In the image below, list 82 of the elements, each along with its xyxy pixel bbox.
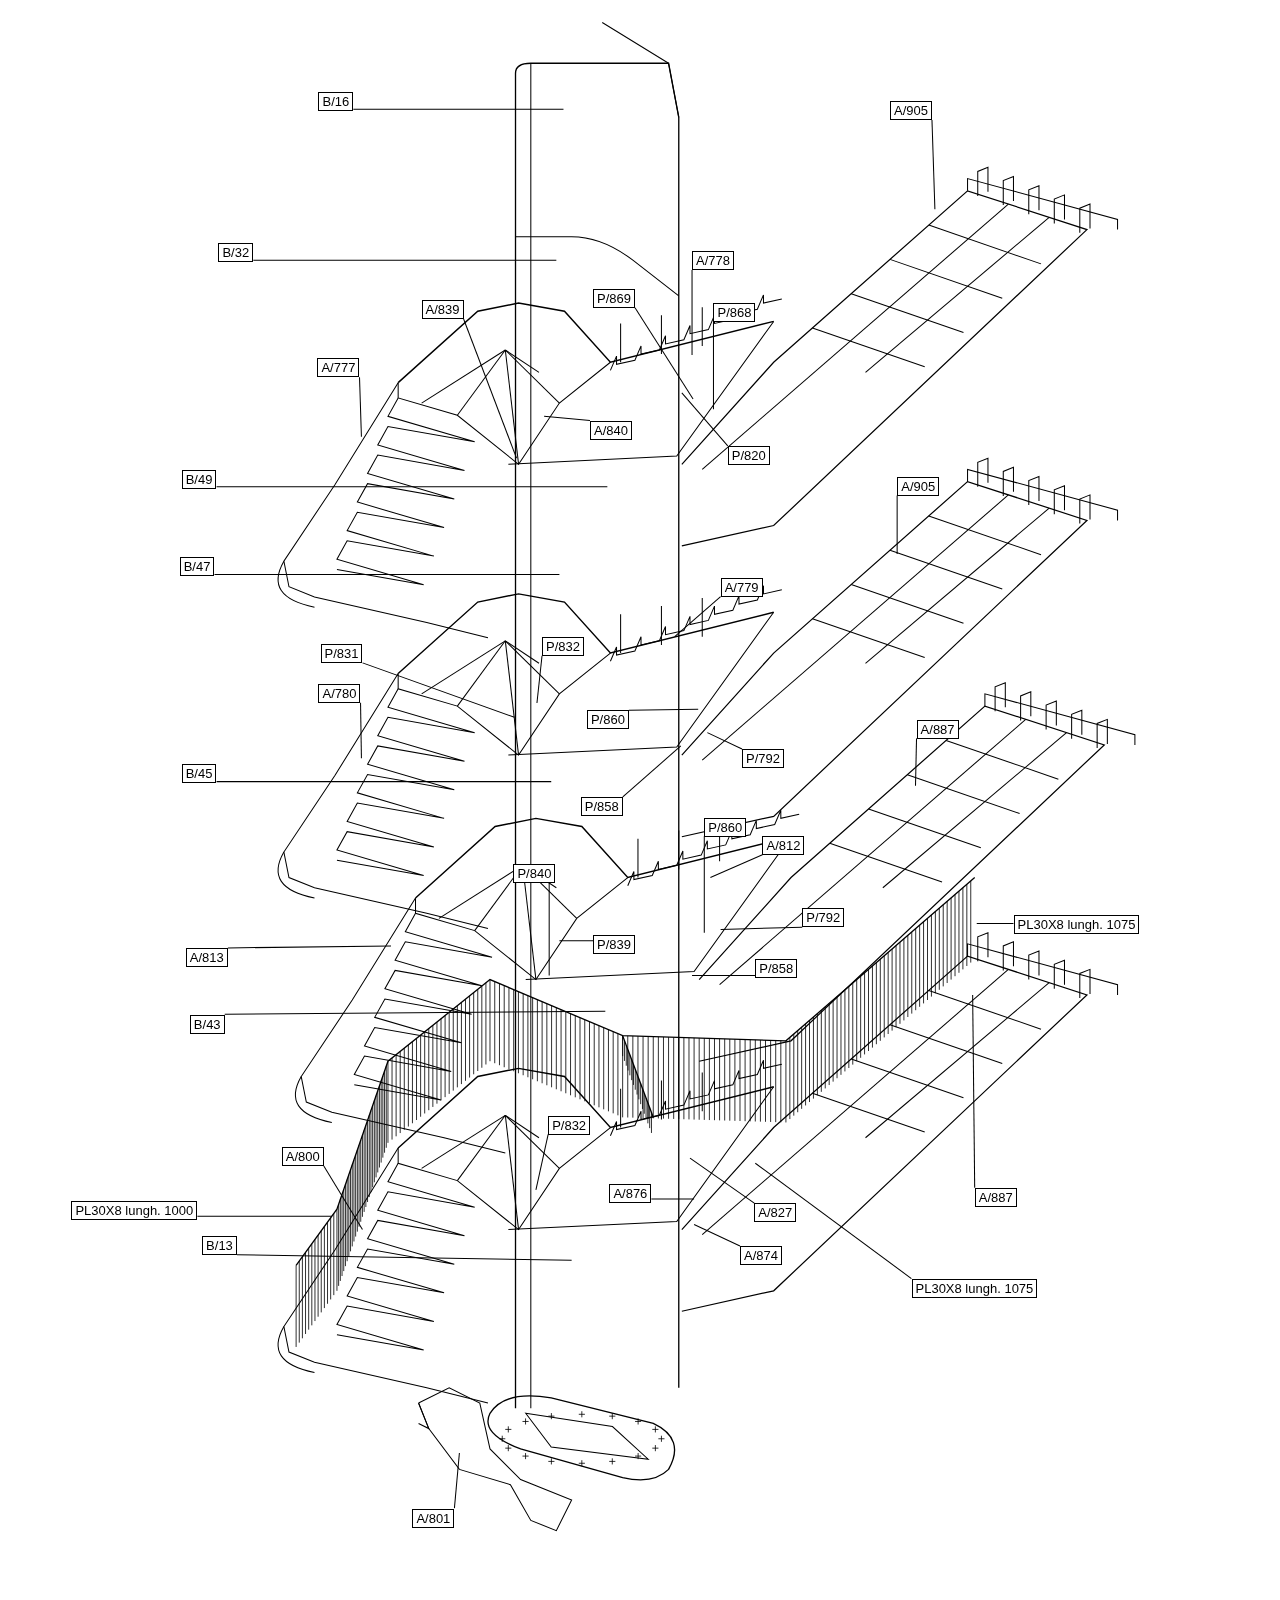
callout-label: P/860 [586,710,629,730]
leader-line [543,415,591,421]
callout-label: A/780 [318,683,361,703]
leader-line [709,854,763,879]
callout-label: A/777 [317,358,360,378]
callout-label: A/800 [281,1147,324,1167]
leader-line [535,1133,549,1191]
callout-label: P/792 [802,908,845,928]
callout-label: P/820 [727,446,770,466]
callout-label: P/858 [580,797,623,817]
leader-line [689,1157,755,1204]
leader-line [674,596,722,638]
leader-line [362,662,515,718]
leader-line [622,745,682,798]
callout-label: A/840 [589,420,632,440]
leader-line [548,881,550,976]
callout-label: PL30X8 lungh. 1000 [71,1201,198,1221]
leader-line [359,376,362,438]
leader-line [227,945,392,949]
callout-label: B/47 [179,557,215,577]
callout-label: A/905 [897,476,940,496]
callout-label: P/839 [593,935,635,954]
callout-label: P/832 [542,636,584,656]
callout-label: P/832 [548,1115,591,1135]
callout-label: P/858 [755,959,798,979]
leader-line [352,108,564,110]
callout-label: P/831 [320,644,363,664]
leader-line [681,392,729,447]
callout-label: A/874 [740,1246,782,1266]
callout-label: A/778 [692,251,735,271]
callout-label: P/860 [704,817,747,837]
callout-label: P/840 [513,863,556,883]
callout-label: B/49 [181,469,217,489]
leader-line [972,994,976,1189]
leader-line [196,1215,333,1217]
callout-label: A/812 [762,835,805,855]
leader-line [691,269,693,356]
callout-label: B/32 [218,242,254,262]
leader-line [915,737,918,787]
callout-label: PL30X8 lungh. 1075 [1013,914,1140,934]
leader-line [976,922,1014,924]
leader-line [536,655,543,704]
callout-label: B/45 [181,763,217,783]
leader-line [224,1010,606,1015]
leader-line [323,1165,363,1231]
leader-line [216,781,552,783]
leader-line [453,1452,460,1509]
callout-label: P/868 [713,303,756,323]
callout-label: A/905 [890,101,933,121]
leader-line [360,702,362,759]
callout-label: B/16 [318,91,354,111]
leader-line [463,318,518,459]
callout-label: B/43 [189,1014,225,1034]
leader-line [703,835,705,934]
callout-label: P/792 [742,749,785,769]
leader-line [754,1162,912,1280]
leader-line [558,940,594,942]
leader-line [931,119,936,210]
leader-line [216,486,608,488]
leader-line [691,975,756,976]
leader-line [896,495,898,555]
callout-label: A/876 [609,1184,652,1204]
callout-label: B/13 [202,1236,237,1256]
callout-label: A/887 [974,1188,1017,1208]
leader-line [720,926,803,931]
leader-line [214,574,560,575]
callout-label: A/887 [916,719,959,739]
callout-label: P/869 [593,288,635,308]
callout-label: A/827 [754,1203,797,1223]
leader-line [693,1224,741,1247]
callout-label: A/839 [421,300,464,320]
leader-line [712,321,714,410]
callout-label: A/779 [720,577,763,597]
leader-line [706,732,743,750]
callout-label: A/801 [412,1508,455,1528]
leader-line [634,307,694,400]
leader-line [236,1254,573,1261]
leader-line [650,1198,695,1200]
callout-label: A/813 [185,948,228,968]
leader-line [252,259,557,261]
leader-line [628,708,699,711]
callout-label: PL30X8 lungh. 1075 [911,1278,1038,1298]
